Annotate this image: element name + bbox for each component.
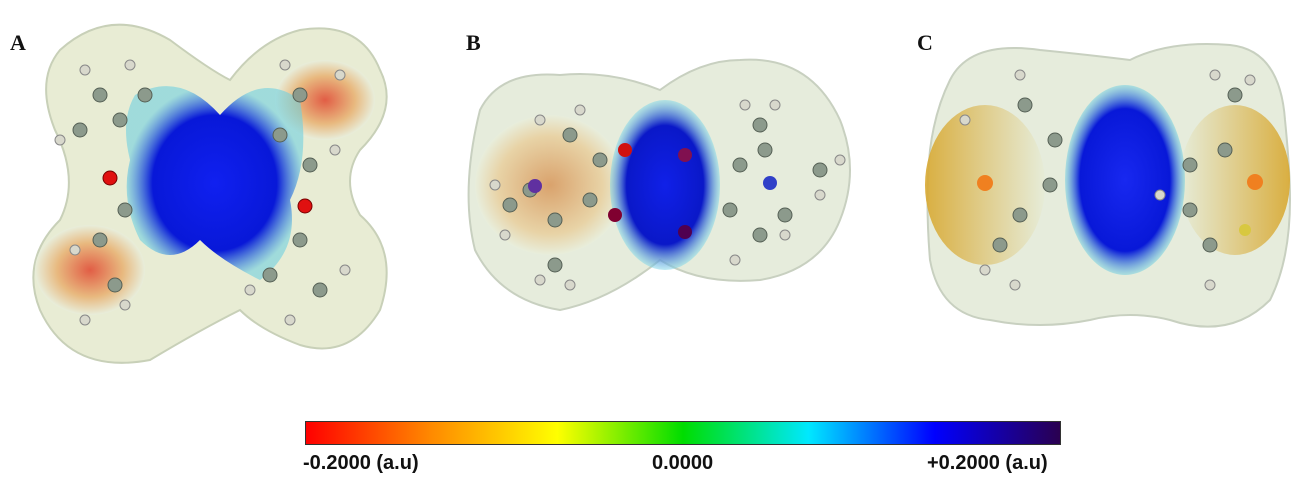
mep-surface-c bbox=[925, 43, 1292, 328]
panel-label-a: A bbox=[10, 30, 26, 55]
panel-label-b: B bbox=[466, 30, 481, 55]
scale-max-label: +0.2000 (a.u) bbox=[927, 452, 1048, 474]
color-scale-bar bbox=[305, 421, 1061, 445]
mep-surface-a bbox=[32, 23, 388, 364]
scale-min-label: -0.2000 (a.u) bbox=[303, 452, 419, 474]
scale-mid-label: 0.0000 bbox=[652, 452, 714, 474]
mep-surface-b bbox=[467, 58, 851, 312]
panel-label-c: C bbox=[917, 30, 933, 55]
